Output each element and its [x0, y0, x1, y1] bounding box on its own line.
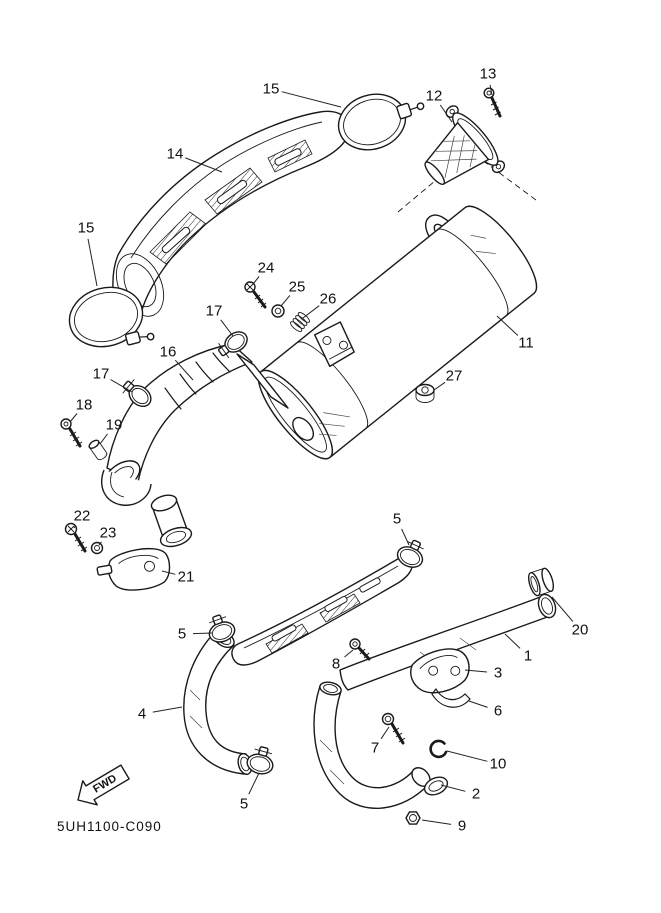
- leader-line-23: [98, 541, 102, 546]
- leader-line-19: [99, 433, 108, 445]
- callout-15: 15: [78, 220, 95, 237]
- heat-shield-14: [112, 110, 350, 321]
- leader-line-18: [69, 413, 78, 423]
- part-code: 5UH1100-C090: [57, 819, 162, 834]
- callout-27: 27: [446, 368, 463, 385]
- leader-line-3: [464, 669, 488, 673]
- bolt-22: [64, 522, 88, 553]
- clamp-ring-15-left: [68, 286, 155, 348]
- callout-22: 22: [74, 508, 91, 525]
- leader-line-17: [110, 379, 133, 393]
- collar-19: [88, 439, 108, 461]
- leader-line-15: [87, 238, 98, 287]
- washer-23: [90, 541, 104, 555]
- leader-line-11: [496, 315, 519, 336]
- callout-1: 1: [524, 648, 532, 665]
- bolt-24: [244, 281, 267, 309]
- bolt-8: [349, 638, 371, 661]
- spark-arrestor-12: [424, 105, 506, 186]
- callout-17: 17: [93, 366, 110, 383]
- callout-9: 9: [458, 818, 466, 835]
- nut-9: [405, 811, 421, 825]
- callout-6: 6: [494, 703, 502, 720]
- leader-line-20: [551, 596, 574, 622]
- leader-line-1: [504, 633, 521, 649]
- callout-5: 5: [393, 511, 401, 528]
- leader-line-27: [433, 381, 446, 391]
- leader-line-9: [421, 819, 452, 825]
- leader-line-6: [468, 700, 488, 708]
- washer-25: [271, 304, 285, 318]
- callout-24: 24: [258, 260, 275, 277]
- callout-18: 18: [76, 397, 93, 414]
- leader-line-5: [248, 772, 260, 795]
- callout-5: 5: [240, 796, 248, 813]
- callout-21: 21: [178, 569, 195, 586]
- callout-20: 20: [572, 622, 589, 639]
- leader-line-8: [344, 649, 354, 658]
- callout-8: 8: [332, 656, 340, 673]
- gasket-20: [527, 567, 555, 597]
- bracket-21: [96, 547, 171, 591]
- joint-pipe-16: [101, 343, 289, 548]
- leader-line-26: [302, 305, 320, 319]
- callout-10: 10: [490, 756, 507, 773]
- callout-12: 12: [426, 88, 443, 105]
- muffler-11: [257, 205, 538, 460]
- callout-11: 11: [518, 335, 534, 352]
- callout-5: 5: [178, 626, 186, 643]
- bolt-7: [381, 712, 406, 745]
- leader-line-15: [281, 91, 342, 108]
- callout-17: 17: [206, 303, 223, 320]
- callout-13: 13: [480, 66, 497, 83]
- leader-line-16: [174, 359, 194, 381]
- callout-23: 23: [100, 525, 117, 542]
- spring-26: [290, 312, 310, 332]
- leader-line-14: [185, 157, 223, 173]
- callout-19: 19: [106, 417, 123, 434]
- leader-line-25: [280, 295, 291, 307]
- callout-7: 7: [371, 740, 379, 757]
- leader-line-12: [439, 104, 453, 123]
- clamp-ring-15-top: [337, 93, 425, 151]
- callout-26: 26: [320, 291, 337, 308]
- callout-4: 4: [138, 706, 146, 723]
- leader-line-17: [220, 319, 234, 337]
- heat-shield-lower: [231, 556, 413, 666]
- leader-line-10: [446, 750, 488, 762]
- bracket-3: [410, 648, 470, 694]
- bolt-13: [483, 87, 502, 118]
- leader-line-5: [192, 632, 213, 635]
- callout-2: 2: [472, 786, 480, 803]
- callout-25: 25: [289, 279, 306, 296]
- callout-16: 16: [160, 344, 177, 361]
- exhaust-pipe-1: [339, 593, 557, 691]
- leader-line-4: [152, 706, 183, 713]
- fwd-arrow: FWD: [77, 764, 130, 806]
- washer-10: [429, 739, 448, 759]
- leader-line-2: [440, 784, 466, 792]
- bolt-18: [60, 418, 83, 448]
- leader-line-21: [161, 570, 176, 575]
- leader-line-5: [401, 528, 410, 546]
- callout-14: 14: [167, 146, 184, 163]
- leader-line-7: [380, 726, 390, 740]
- leader-line-24: [252, 276, 260, 285]
- callout-3: 3: [494, 665, 502, 682]
- callout-15: 15: [263, 81, 280, 98]
- bolt-27: [415, 383, 435, 403]
- clamp-6: [431, 688, 471, 708]
- leader-line-22: [73, 524, 77, 529]
- gasket-2: [423, 776, 449, 796]
- leader-line-13: [489, 84, 493, 96]
